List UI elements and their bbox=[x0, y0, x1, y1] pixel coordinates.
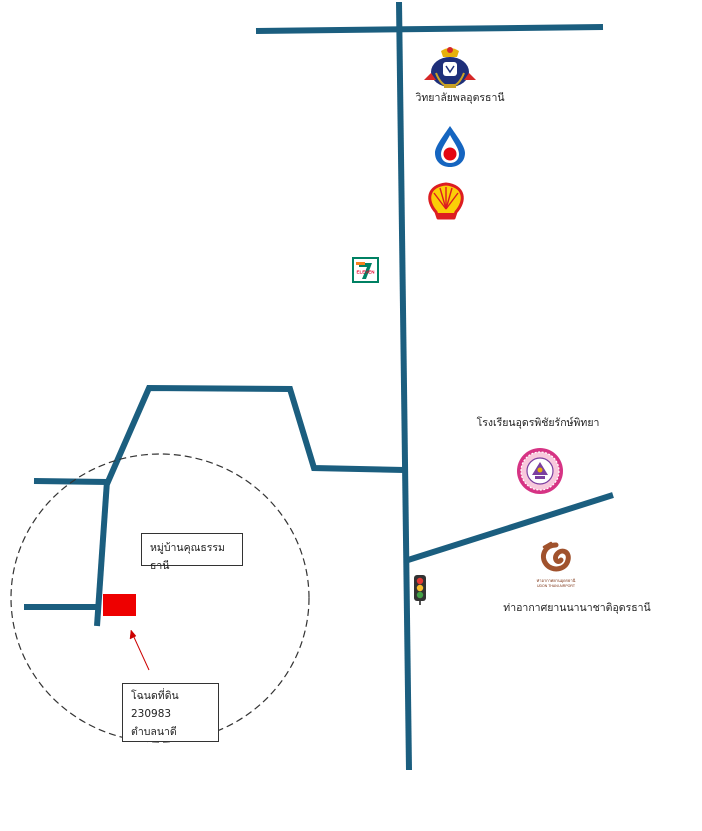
road-east-branch bbox=[407, 492, 614, 563]
land-plot-marker bbox=[103, 594, 136, 616]
deed-subdistrict-label: ตำบลนาดี bbox=[131, 725, 177, 738]
deed-number-label: โฉนดที่ดิน 230983 bbox=[131, 690, 179, 720]
road-main-vertical bbox=[396, 1, 412, 771]
seven-eleven-logo-text: ELEVEN bbox=[356, 270, 374, 275]
college-label: วิทยาลัยพลอุตรธานี bbox=[415, 91, 504, 104]
seven-eleven-store-icon: ELEVEN bbox=[352, 257, 379, 283]
airport-logo-icon: ท่าอากาศยานอุดรธานี UDON THANI AIRPORT bbox=[537, 541, 576, 588]
roads bbox=[24, 1, 614, 771]
road-top-horizontal bbox=[255, 24, 604, 34]
school-label: โรงเรียนอุดรพิชัยรักษ์พิทยา bbox=[477, 416, 600, 429]
traffic-light-icon bbox=[414, 575, 426, 605]
airport-label: ท่าอากาศยานนานาชาติอุดรธานี bbox=[503, 601, 650, 614]
airport-logo-text: ท่าอากาศยานอุดรธานี bbox=[537, 578, 576, 584]
plot-arrow bbox=[129, 629, 150, 671]
airport-logo-text-en: UDON THANI AIRPORT bbox=[537, 584, 576, 588]
college-emblem-icon bbox=[424, 47, 476, 89]
village-label: หมู่บ้านคุณธรรมธานี bbox=[150, 542, 225, 572]
school-emblem-icon bbox=[517, 448, 563, 494]
land-deed-box: โฉนดที่ดิน 230983 ตำบลนาดี bbox=[122, 683, 219, 742]
road-west-top-branch bbox=[33, 478, 109, 485]
village-label-box: หมู่บ้านคุณธรรมธานี bbox=[141, 533, 243, 572]
shell-gas-station-icon bbox=[428, 182, 464, 220]
road-upper-loop bbox=[104, 384, 405, 486]
road-local-vertical bbox=[94, 480, 110, 627]
ptt-gas-station-icon bbox=[435, 126, 465, 167]
area-circle bbox=[10, 453, 310, 743]
